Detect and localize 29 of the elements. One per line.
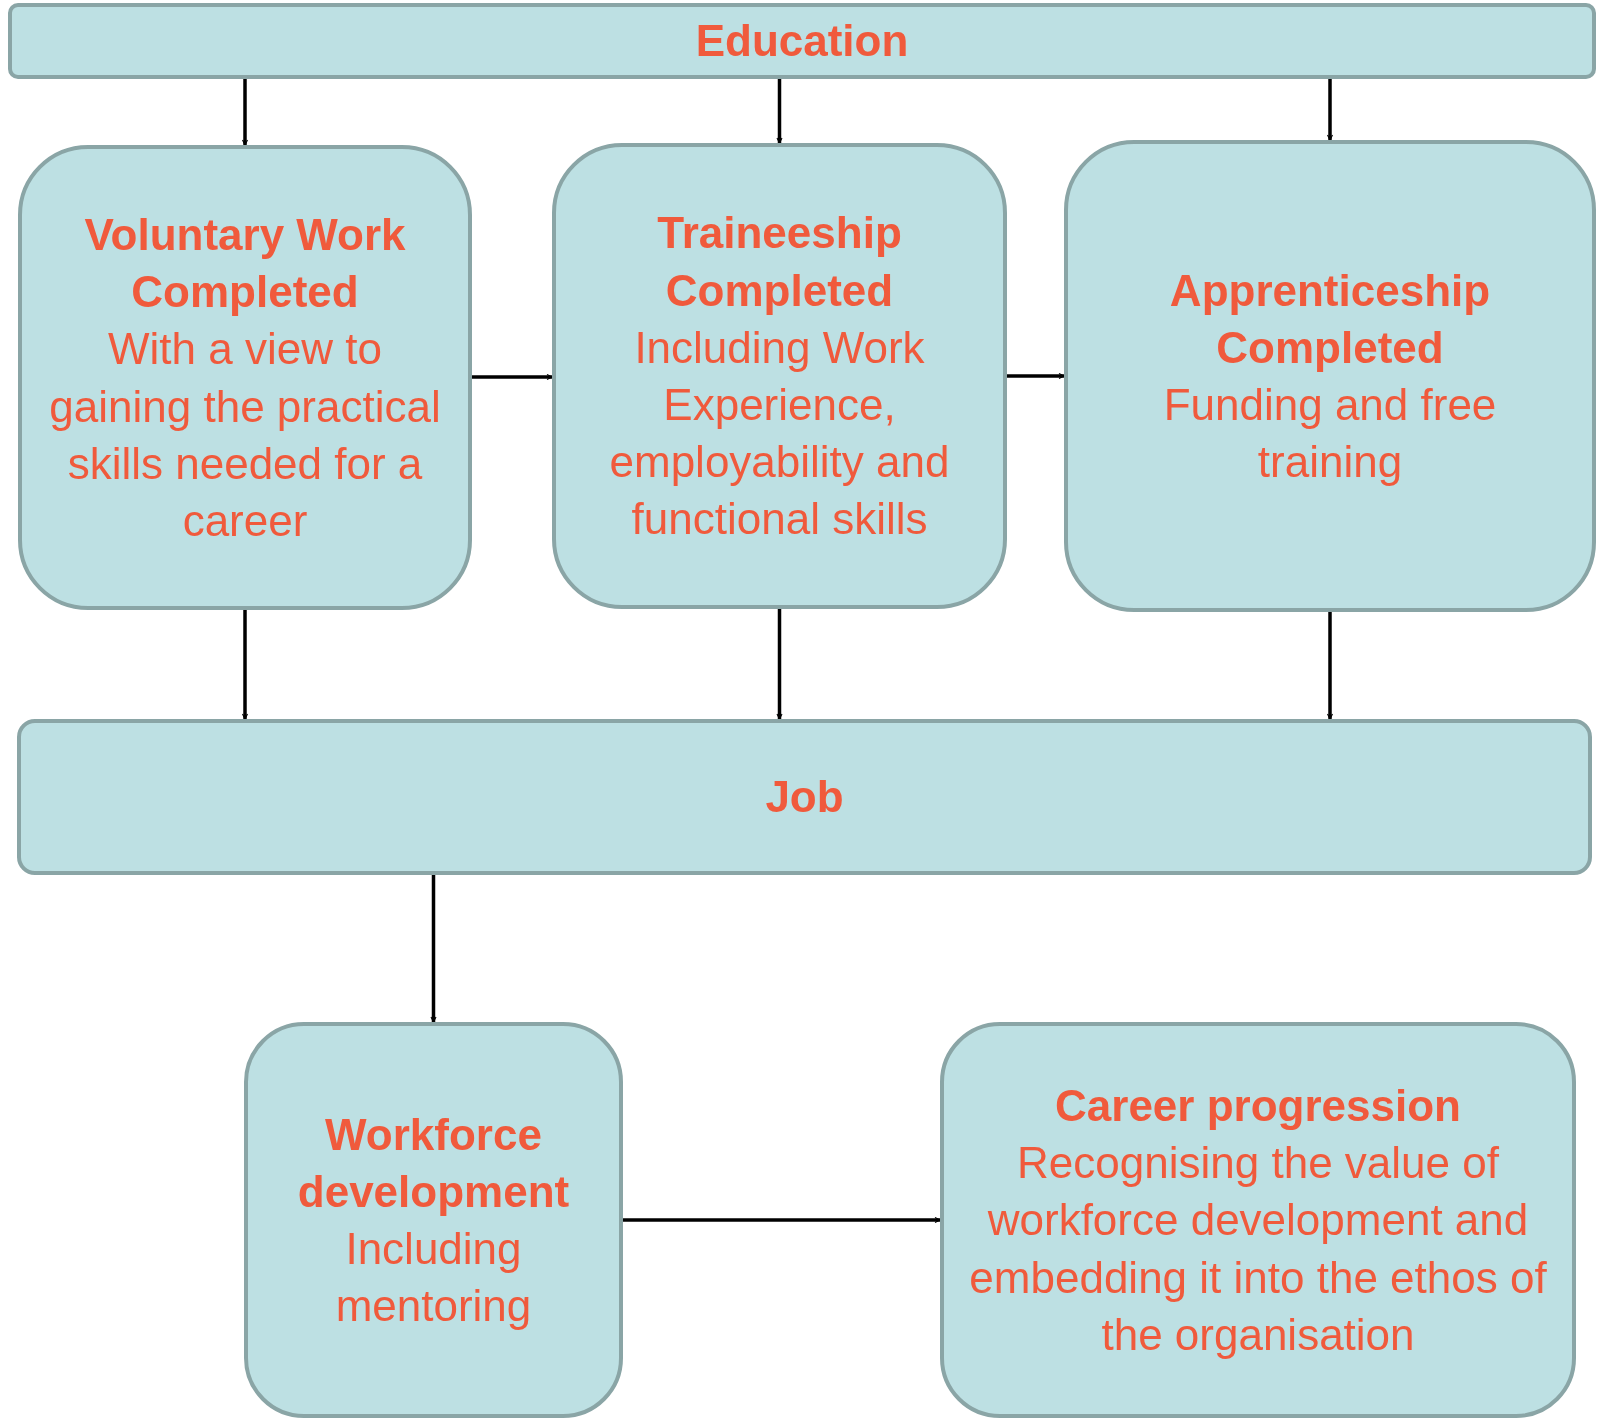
arrow <box>1007 372 1065 380</box>
box-heading: Career progression <box>1055 1080 1461 1133</box>
box-heading: Job <box>765 771 844 824</box>
arrow <box>1326 612 1334 720</box>
box-heading: Voluntary Work Completed <box>83 208 407 319</box>
arrow <box>241 79 249 146</box>
stage-box <box>1064 140 1596 612</box>
box-heading: Education <box>695 15 909 68</box>
stage-banner <box>17 719 1592 875</box>
arrow <box>241 610 249 720</box>
arrow <box>472 373 553 381</box>
stage-banner <box>8 3 1596 79</box>
box-description: With a view to gaining the practical skills needed for a career <box>48 323 442 547</box>
box-description: Including mentoring <box>334 1223 533 1333</box>
stage-box <box>244 1022 623 1418</box>
arrow <box>776 609 783 720</box>
arrow <box>1326 79 1334 141</box>
arrow <box>623 1216 941 1224</box>
stage-box <box>552 143 1007 609</box>
box-description: Recognising the value of workforce development and embedding it into the ethos of the organisation <box>968 1137 1548 1361</box>
box-heading: Traineeship Completed <box>656 207 903 317</box>
stage-box <box>18 145 472 610</box>
box-heading: Apprenticeship Completed <box>1168 264 1492 374</box>
arrow <box>430 875 437 1023</box>
box-heading: Workforce development <box>296 1108 571 1218</box>
box-description: Including Work Experience, employability and functional skills <box>608 321 951 546</box>
box-description: Funding and free training <box>1162 379 1498 489</box>
arrow <box>776 79 783 144</box>
stage-box <box>940 1022 1576 1418</box>
